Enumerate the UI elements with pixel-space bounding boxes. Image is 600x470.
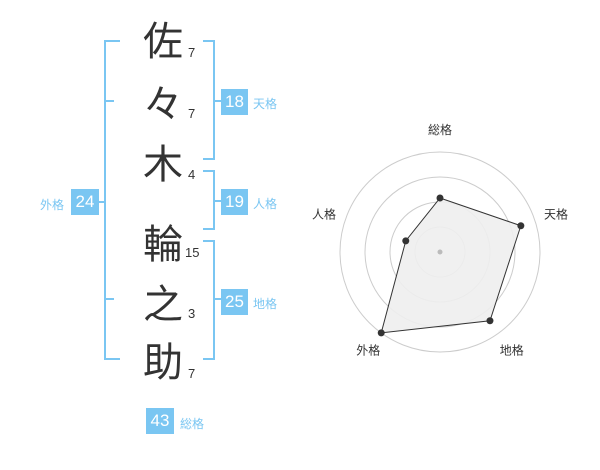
jinkaku-value-badge: 19	[221, 189, 248, 215]
stroke-count-5: 3	[188, 306, 196, 321]
outer-bracket-tick	[104, 100, 114, 102]
radar-point-2	[517, 222, 525, 230]
kanji-char-4: 輪	[143, 222, 183, 268]
radar-point-4	[377, 329, 385, 337]
radar-point-1	[436, 194, 444, 202]
outer-bracket-tick	[104, 298, 114, 300]
kanji-char-1: 佐	[143, 19, 183, 65]
radar-axis-label-2: 天格	[544, 206, 568, 221]
radar-grid-ring	[339, 151, 541, 353]
radar-axis-label-4: 外格	[356, 343, 380, 358]
soukaku-label: 総格	[180, 417, 205, 431]
radar-series-polygon	[380, 197, 522, 334]
tenkaku-label: 天格	[253, 97, 278, 111]
radar-axis-label-5: 人格	[312, 206, 336, 221]
stroke-count-3: 4	[188, 167, 196, 182]
gaikaku-value-badge: 24	[71, 189, 99, 215]
kanji-char-6: 助	[143, 340, 183, 386]
tenkaku-value-badge: 18	[221, 89, 248, 115]
radar-grid-ring	[364, 176, 516, 328]
outer-bracket-mid	[96, 201, 106, 203]
stroke-count-2: 7	[188, 106, 196, 121]
jinkaku-bracket-mid	[213, 200, 223, 202]
kanji-char-5: 之	[143, 282, 183, 328]
stroke-count-4: 15	[185, 245, 200, 260]
tenkaku-bracket-mid	[213, 100, 223, 102]
chikaku-bracket-mid	[213, 298, 223, 300]
radar-axis-label-3: 地格	[500, 343, 524, 358]
outer-bracket	[104, 40, 120, 360]
radar-center-point	[437, 249, 443, 255]
chikaku-bracket	[203, 240, 215, 360]
radar-point-5	[402, 237, 410, 245]
soukaku-value-badge: 43	[146, 408, 174, 434]
chikaku-label: 地格	[253, 297, 278, 311]
jinkaku-label: 人格	[253, 197, 278, 211]
chikaku-value-badge: 25	[221, 289, 248, 315]
radar-axis-label-1: 総格	[428, 122, 452, 137]
kanji-char-2: 々	[143, 82, 183, 128]
stroke-count-1: 7	[188, 45, 196, 60]
stroke-count-6: 7	[188, 366, 196, 381]
kanji-char-3: 木	[143, 142, 183, 188]
radar-point-3	[486, 317, 494, 325]
gaikaku-label: 外格	[40, 198, 65, 212]
